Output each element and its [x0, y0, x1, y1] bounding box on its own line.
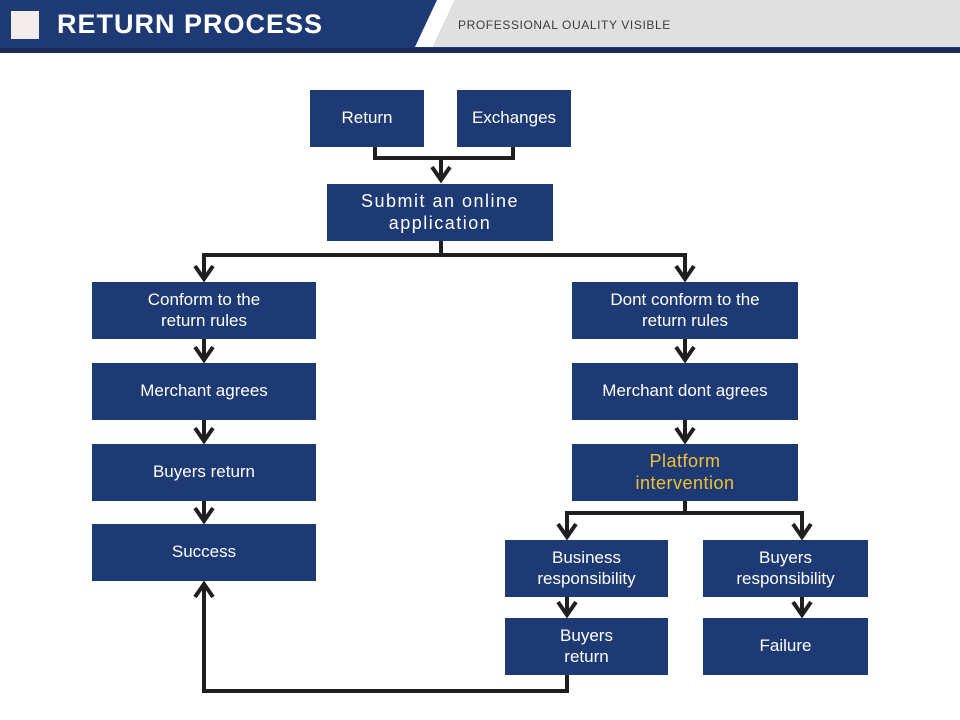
- node-conform-to-return-rules: Conform to the return rules: [92, 282, 316, 339]
- node-business-responsibility: Business responsibility: [505, 540, 668, 597]
- header-square-icon: [11, 11, 39, 39]
- node-buyers-return: Buyers return: [92, 444, 316, 501]
- node-merchant-dont-agrees: Merchant dont agrees: [572, 363, 798, 420]
- node-return: Return: [310, 90, 424, 147]
- node-failure: Failure: [703, 618, 868, 675]
- header-bottom-strip: [0, 48, 960, 53]
- connector-return-exchanges-join: [373, 147, 515, 160]
- node-buyers-responsibility: Buyers responsibility: [703, 540, 868, 597]
- page-title: RETURN PROCESS: [57, 8, 324, 39]
- node-merchant-agrees: Merchant agrees: [92, 363, 316, 420]
- node-exchanges: Exchanges: [457, 90, 571, 147]
- node-success: Success: [92, 524, 316, 581]
- node-dont-conform-to-return-rules: Dont conform to the return rules: [572, 282, 798, 339]
- node-platform-intervention: Platform intervention: [572, 444, 798, 501]
- node-buyers-return-2: Buyers return: [505, 618, 668, 675]
- header-tagline: PROFESSIONAL OUALITY VISIBLE: [458, 18, 671, 32]
- node-submit-online-application: Submit an online application: [327, 184, 553, 241]
- header-tagline-panel: PROFESSIONAL OUALITY VISIBLE: [433, 0, 960, 47]
